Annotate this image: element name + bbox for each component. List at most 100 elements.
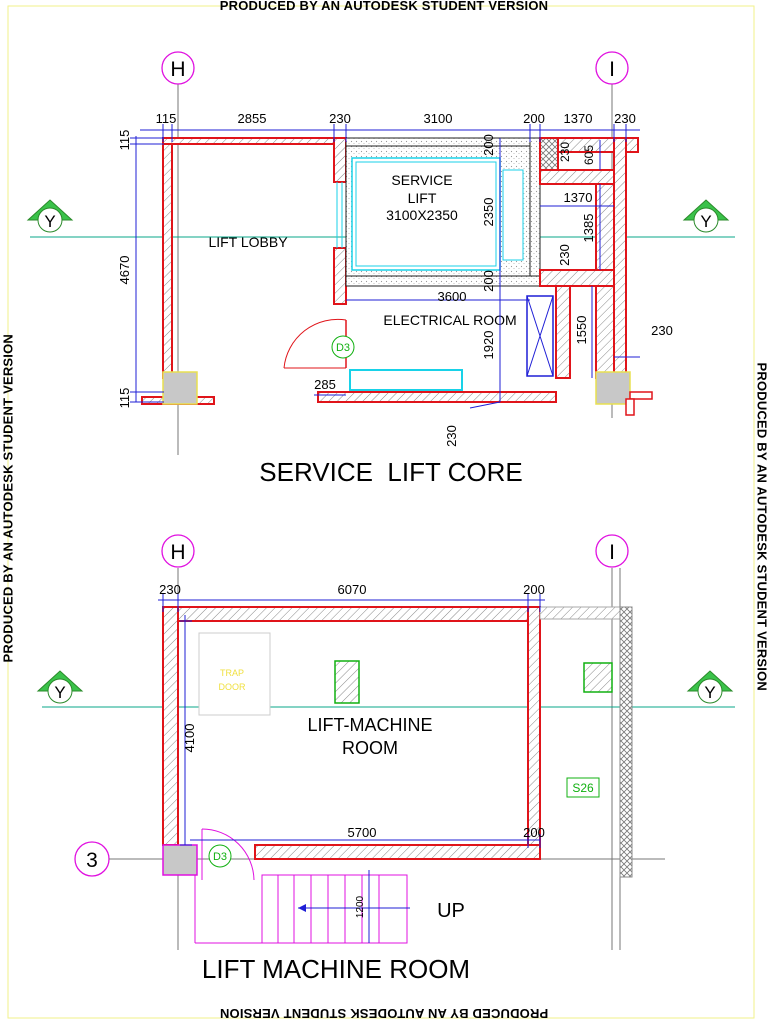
svg-text:I: I <box>609 541 615 564</box>
dim-230-mid: 230 <box>557 244 572 266</box>
dim-1920: 1920 <box>481 331 496 360</box>
mr-label-1: LIFT-MACHINE <box>307 715 432 735</box>
watermark-top: PRODUCED BY AN AUTODESK STUDENT VERSION <box>219 0 549 13</box>
grid-label-i: I <box>609 58 615 81</box>
svg-text:Y: Y <box>54 683 65 702</box>
dim-1370-mid: 1370 <box>564 190 593 205</box>
dim-top-1370: 1370 <box>564 111 593 126</box>
dim-200b: 200 <box>481 270 496 292</box>
wall-partition-1 <box>539 169 615 185</box>
room-label-lobby: LIFT LOBBY <box>208 234 288 250</box>
svg-text:D3: D3 <box>336 342 350 354</box>
dim-top-230a: 230 <box>329 111 351 126</box>
wall-top-left <box>162 137 336 145</box>
wall-partition-v2 <box>555 285 571 379</box>
wall-left <box>162 139 173 379</box>
grid-bubble-i <box>595 51 629 85</box>
dim-top-200: 200 <box>523 111 545 126</box>
mr-wall-right <box>527 606 541 860</box>
mr-wall-top <box>162 606 541 622</box>
column-h <box>162 371 198 405</box>
dim-3600: 3600 <box>438 289 467 304</box>
dim-1385: 1385 <box>581 214 596 243</box>
watermark-bottom: PRODUCED BY AN AUTODESK STUDENT VERSION <box>219 1006 549 1021</box>
svg-text:Y: Y <box>704 683 715 702</box>
watermark-right: PRODUCED BY AN AUTODESK STUDENT VERSION <box>754 362 768 692</box>
mr-dim-200-top: 200 <box>523 582 545 597</box>
section-marker-right-2: Y <box>686 670 734 704</box>
trap-door <box>198 632 271 716</box>
dim-top-230b: 230 <box>614 111 636 126</box>
door-swing <box>283 318 347 369</box>
dim-top-115: 115 <box>156 111 177 126</box>
lift-car <box>351 157 501 271</box>
wall-bottom-right <box>629 391 653 400</box>
mr-dimension-lines <box>158 594 545 943</box>
dimension-lines <box>130 124 640 409</box>
wall-lift-right <box>529 137 541 279</box>
dim-left-115-bottom: 115 <box>117 388 132 409</box>
lift-car-inner <box>355 161 497 267</box>
tag-s26: S26 <box>572 781 594 795</box>
dim-230-bottom: 230 <box>444 425 459 447</box>
mr-dim-230: 230 <box>159 582 181 597</box>
wall-bottom <box>317 391 557 403</box>
plan-lift-machine-room: H I 3 Y Y TRAP DOOR S <box>36 534 735 984</box>
section-marker-left-2: Y <box>36 670 84 704</box>
wall-lift-bottom <box>345 275 541 287</box>
trap-door-label-2: DOOR <box>219 682 247 692</box>
shaft-top-hatched <box>539 137 559 171</box>
watermark-left: PRODUCED BY AN AUTODESK STUDENT VERSION <box>0 333 16 663</box>
dim-605: 605 <box>582 145 596 165</box>
stair-up-label: UP <box>437 900 465 922</box>
dim-1550: 1550 <box>574 316 589 345</box>
svg-text:H: H <box>170 541 185 564</box>
mr-outer-hatch <box>539 606 621 620</box>
grid-bubble-h2 <box>161 534 195 568</box>
plan-service-lift-core: H I Y Y <box>26 51 735 487</box>
mr-dim-5700: 5700 <box>348 825 377 840</box>
mr-wall-bottom <box>254 844 541 860</box>
grid-bubble-i2 <box>595 534 629 568</box>
dim-top-2855: 2855 <box>238 111 267 126</box>
vent-opening <box>583 662 613 693</box>
dim-top-3100: 3100 <box>424 111 453 126</box>
dim-230-right: 230 <box>651 323 673 338</box>
dim-left-115-top: 115 <box>117 130 132 151</box>
wall-partition-v <box>595 183 615 271</box>
mr-dim-6070: 6070 <box>338 582 367 597</box>
dim-285: 285 <box>314 377 336 392</box>
dim-230-small: 230 <box>558 142 572 162</box>
grid-label-h: H <box>170 58 185 81</box>
dim-200a: 200 <box>481 134 496 156</box>
stair <box>194 874 408 944</box>
plan-title-lift-machine-room: LIFT MACHINE ROOM <box>202 954 470 984</box>
column-i <box>595 371 631 405</box>
mr-dim-200-bottom: 200 <box>523 825 545 840</box>
wall-lift-left-lower <box>333 247 347 305</box>
lift-label-3: 3100X2350 <box>386 207 458 223</box>
svg-text:D3: D3 <box>213 851 227 863</box>
section-marker-left: Y <box>26 199 74 233</box>
plan-title-service-lift-core: SERVICE LIFT CORE <box>259 457 522 487</box>
wall-lift-left <box>333 137 347 183</box>
door-tag-d3 <box>331 335 355 359</box>
electrical-cabinet <box>349 369 463 391</box>
wall-partition-2 <box>539 269 615 287</box>
mr-label-2: ROOM <box>342 738 398 758</box>
mr-door-tag <box>208 844 232 868</box>
wall-lift-top <box>345 137 539 147</box>
wall-outer-top-right <box>625 137 639 153</box>
sheet-border <box>7 5 755 1019</box>
mr-wall-left <box>162 606 179 846</box>
tag-s26-box <box>566 777 600 798</box>
dim-left-4670: 4670 <box>117 256 132 285</box>
svg-text:Y: Y <box>700 212 711 231</box>
hoist-opening <box>334 660 360 704</box>
lift-label-2: LIFT <box>408 190 437 206</box>
svg-text:Y: Y <box>44 212 55 231</box>
wall-partition-v3 <box>595 285 615 379</box>
counterweight <box>502 169 524 261</box>
mr-dim-1200: 1200 <box>355 895 366 918</box>
